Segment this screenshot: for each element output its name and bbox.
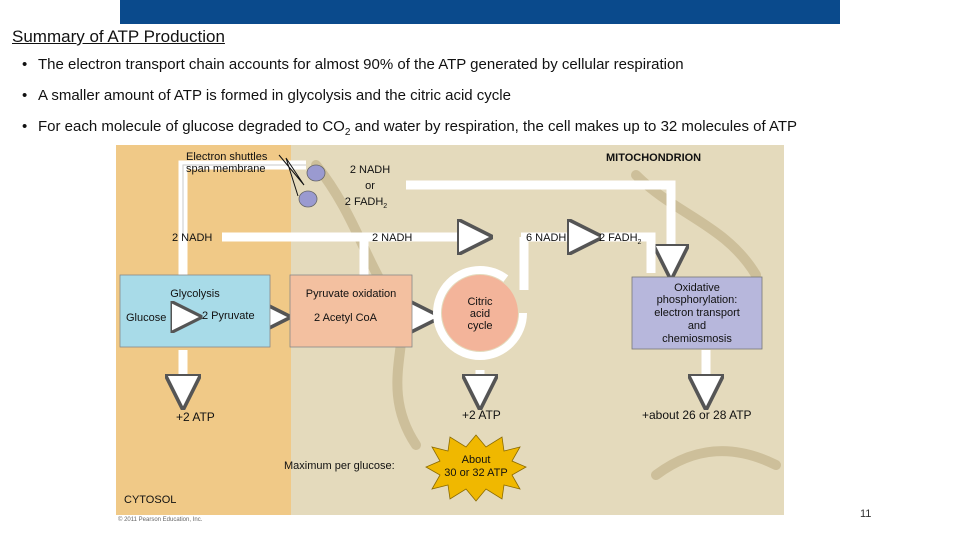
- citric-line: cycle: [467, 320, 492, 332]
- electron-shuttles-label: Electron shuttles span membrane: [186, 151, 270, 175]
- glycolysis-title: Glycolysis: [170, 288, 220, 300]
- bullet-text: For each molecule of glucose degraded to…: [38, 118, 345, 135]
- flow-arrow: [178, 160, 306, 237]
- label-line: span membrane: [186, 163, 266, 175]
- pyruvate-nadh-label: 2 NADH: [372, 232, 412, 244]
- glucose-label: Glucose: [126, 312, 166, 324]
- pyruvate-oxidation-box: [289, 274, 413, 348]
- label-line: Electron shuttles: [186, 151, 268, 163]
- pyruvate-oxidation-title: Pyruvate oxidation: [306, 288, 397, 300]
- bullet-text: The electron transport chain accounts fo…: [38, 56, 684, 73]
- top-accent-bar: [120, 0, 840, 24]
- shuttle-pointer: [278, 154, 305, 197]
- oxphos-line: Oxidative: [674, 282, 720, 294]
- citric-line: acid: [470, 308, 490, 320]
- bullet-item: • The electron transport chain accounts …: [22, 56, 942, 74]
- burst-line: 30 or 32 ATP: [444, 467, 507, 479]
- shuttle-nadh-label: 2 NADH: [350, 164, 390, 176]
- max-per-glucose-label: Maximum per glucose:: [284, 460, 395, 472]
- bullet-subscript: 2: [344, 127, 351, 138]
- bullet-item: • For each molecule of glucose degraded …: [22, 118, 942, 142]
- shuttle-protein: [298, 190, 318, 208]
- fadh-subscript: 2: [383, 203, 387, 210]
- page-number: 11: [860, 508, 872, 520]
- bullet-glyph: •: [22, 118, 28, 135]
- cytosol-label: CYTOSOL: [124, 494, 176, 506]
- mitochondrion-label: MITOCHONDRION: [606, 152, 701, 164]
- fadh-subscript: 2: [638, 239, 642, 246]
- flow-arrow: [406, 180, 671, 273]
- citric-fadh-label: 2 FADH2: [599, 232, 642, 246]
- citric-line: Citric: [467, 296, 493, 308]
- bullet-list: • The electron transport chain accounts …: [22, 56, 942, 155]
- burst-line: About: [462, 454, 491, 466]
- oxphos-line: electron transport: [654, 307, 740, 319]
- max-atp-burst: [425, 434, 527, 502]
- oxphos-box: [631, 276, 763, 350]
- shuttle-fadh-label: 2 FADH2: [345, 196, 388, 210]
- atp-production-diagram: Electron shuttles span membrane 2 NADH o…: [116, 145, 784, 515]
- oxphos-line: phosphorylation:: [657, 294, 738, 306]
- pyruvate-label: 2 Pyruvate: [202, 310, 255, 322]
- bullet-glyph: •: [22, 87, 28, 104]
- citric-nadh-label: 6 NADH: [526, 232, 566, 244]
- flow-arrow-edge: [182, 164, 306, 237]
- oxphos-atp-label: +about 26 or 28 ATP: [642, 408, 752, 422]
- fadh-text: 2 FADH: [599, 232, 638, 244]
- fadh-text: 2 FADH: [345, 196, 384, 208]
- glycolysis-atp-label: +2 ATP: [176, 410, 215, 424]
- flow-arrow: [601, 232, 656, 273]
- cycle-ring: [433, 266, 527, 360]
- citric-atp-label: +2 ATP: [462, 408, 501, 422]
- slide-title: Summary of ATP Production: [12, 27, 225, 46]
- mitochondrion-fold: [651, 446, 781, 480]
- bullet-item: • A smaller amount of ATP is formed in g…: [22, 87, 942, 105]
- shuttle-protein: [306, 164, 326, 182]
- bullet-text-tail: and water by respiration, the cell makes…: [350, 118, 798, 135]
- acetyl-coa-label: 2 Acetyl CoA: [314, 312, 378, 324]
- bullet-text: A smaller amount of ATP is formed in gly…: [38, 87, 511, 104]
- glycolysis-nadh-label: 2 NADH: [172, 232, 212, 244]
- citric-acid-cycle: [442, 275, 518, 351]
- bullet-glyph: •: [22, 56, 28, 73]
- oxphos-line: and: [688, 320, 706, 332]
- copyright-text: © 2011 Pearson Education, Inc.: [118, 517, 203, 523]
- oxphos-line: chemiosmosis: [662, 333, 732, 345]
- shuttle-or-label: or: [365, 180, 375, 192]
